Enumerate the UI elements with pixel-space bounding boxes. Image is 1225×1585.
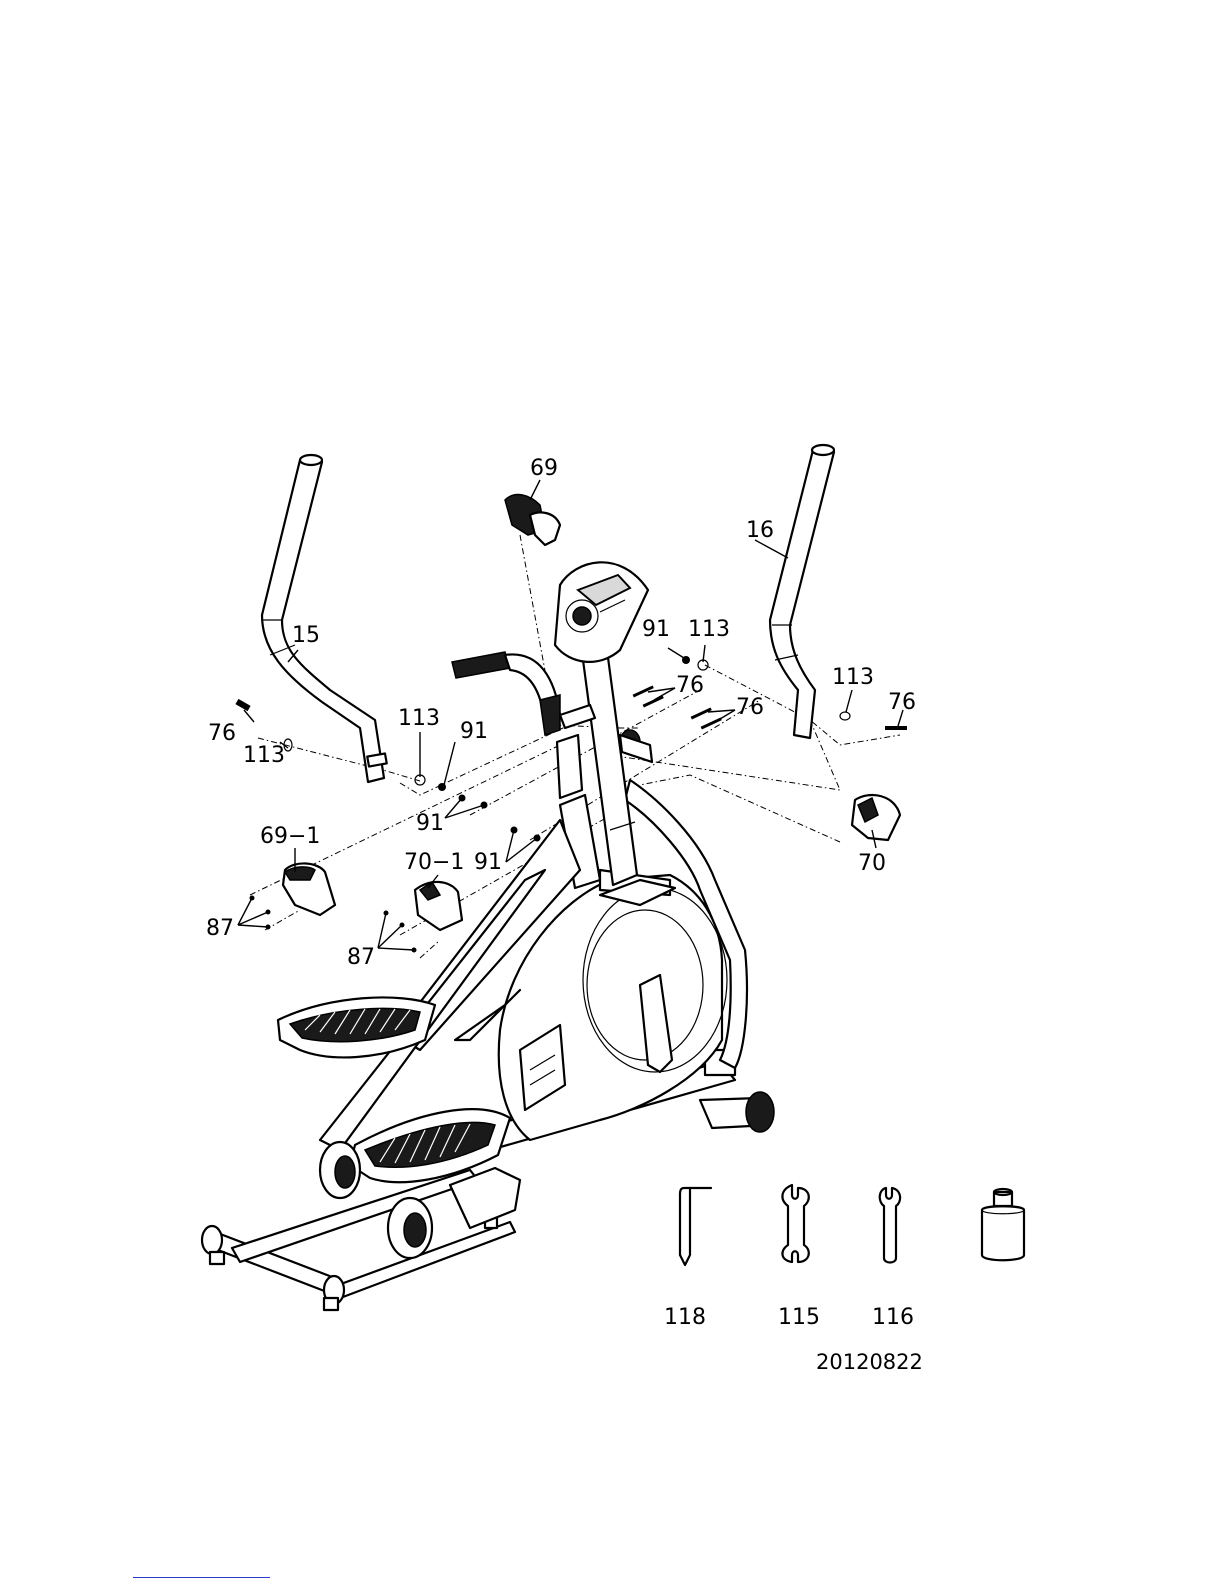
allen-key-icon: [680, 1188, 711, 1265]
socket-tool-icon: [982, 1189, 1024, 1260]
label-part-91: 91: [642, 617, 670, 642]
label-part-113: 113: [398, 706, 440, 731]
handle-arm-15: [262, 455, 387, 782]
label-part-91: 91: [416, 811, 444, 836]
label-part-76: 76: [736, 695, 764, 720]
label-part-91: 91: [474, 850, 502, 875]
label-tool-118: 118: [664, 1305, 706, 1330]
label-part-16: 16: [746, 518, 774, 543]
open-wrench-small-icon: [880, 1188, 900, 1263]
label-part-87: 87: [347, 945, 375, 970]
cover-70: [852, 795, 900, 840]
handle-arm-16: [770, 445, 834, 738]
label-part-113: 113: [243, 743, 285, 768]
label-part-87: 87: [206, 916, 234, 941]
cover-70-1: [415, 882, 462, 930]
label-part-113: 113: [688, 617, 730, 642]
cover-69-1: [283, 863, 335, 915]
label-part-15: 15: [292, 623, 320, 648]
label-part-76: 76: [676, 673, 704, 698]
label-part-69: 69: [530, 456, 558, 481]
label-tool-116: 116: [872, 1305, 914, 1330]
label-part-70-1: 70−1: [404, 850, 464, 875]
tool-labels: 118 115 116: [664, 1305, 914, 1330]
drawing-date: 20120822: [816, 1350, 923, 1374]
label-tool-115: 115: [778, 1305, 820, 1330]
label-part-76: 76: [208, 721, 236, 746]
label-part-113: 113: [832, 665, 874, 690]
label-part-91: 91: [460, 719, 488, 744]
label-part-70: 70: [858, 851, 886, 876]
open-wrench-icon: [782, 1185, 808, 1262]
label-part-76: 76: [888, 690, 916, 715]
base-frame: [202, 1168, 520, 1310]
label-part-69-1: 69−1: [260, 824, 320, 849]
footer-divider: [133, 1577, 270, 1578]
console: [555, 562, 648, 662]
cover-69: [505, 495, 560, 545]
